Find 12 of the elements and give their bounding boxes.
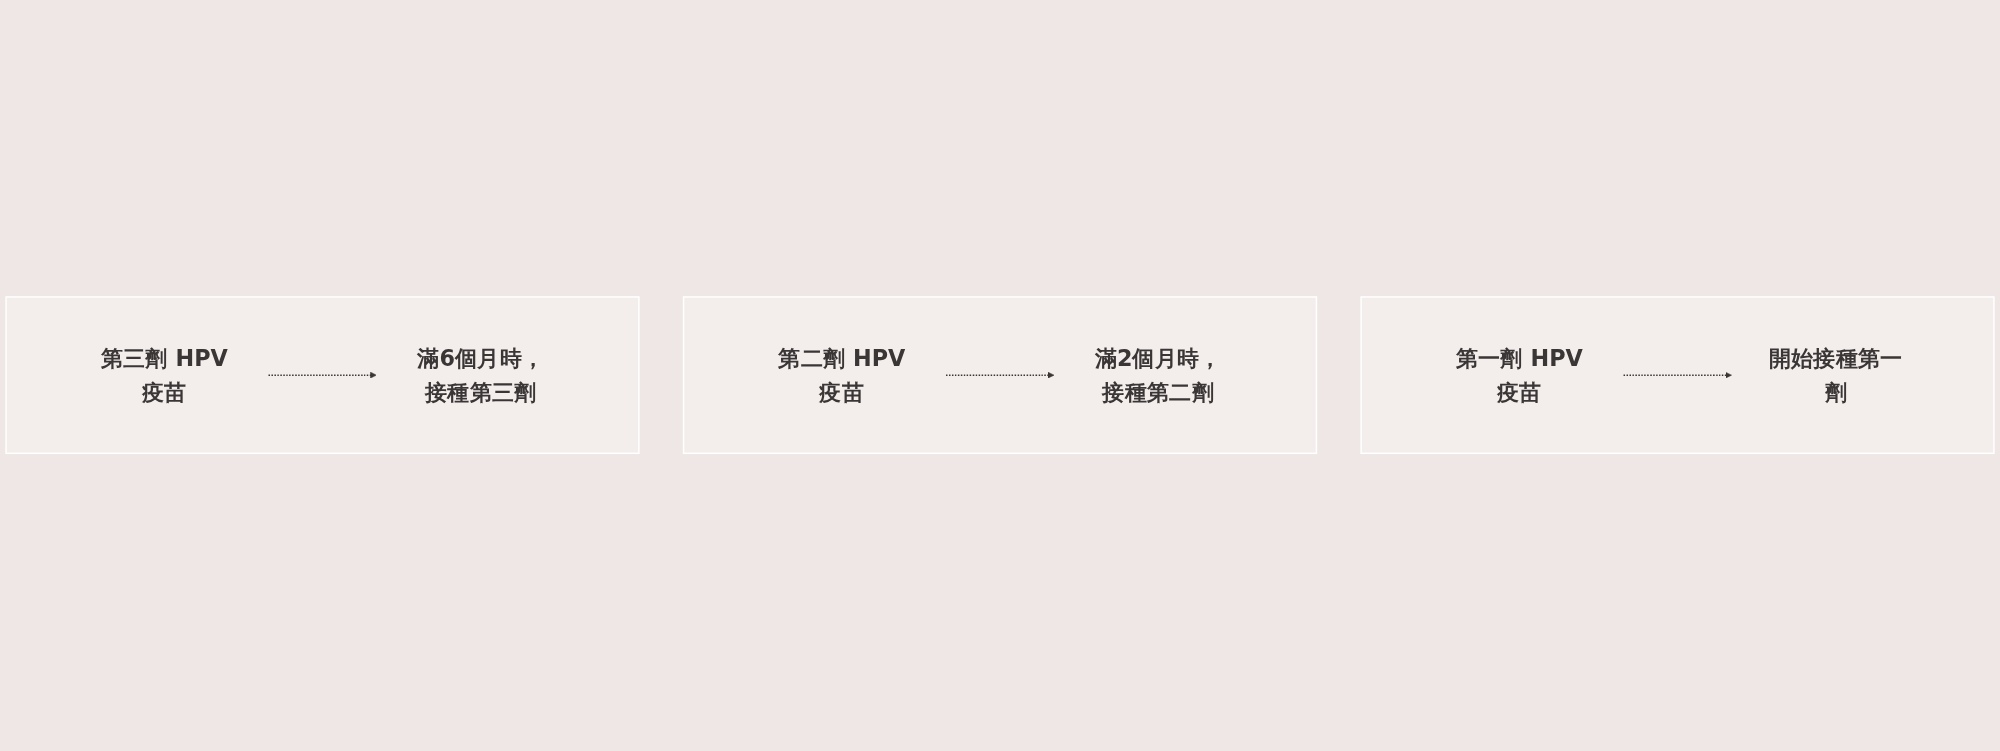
node-text: 第一劑 HPV疫苗	[1455, 345, 1583, 406]
node-text: 滿2個月時，接種第二劑	[1094, 345, 1222, 406]
cluster	[5, 296, 640, 455]
node-text: 第三劑 HPV疫苗	[100, 345, 228, 406]
arrow	[1622, 372, 1732, 379]
node-text: 第二劑 HPV疫苗	[778, 345, 906, 406]
node-text: 開始接種第一劑	[1768, 345, 1903, 406]
cluster	[682, 296, 1318, 455]
arrow	[945, 372, 1055, 379]
arrow	[267, 372, 377, 379]
cluster	[1360, 296, 1995, 455]
node-text: 滿6個月時，接種第三劑	[417, 345, 545, 406]
